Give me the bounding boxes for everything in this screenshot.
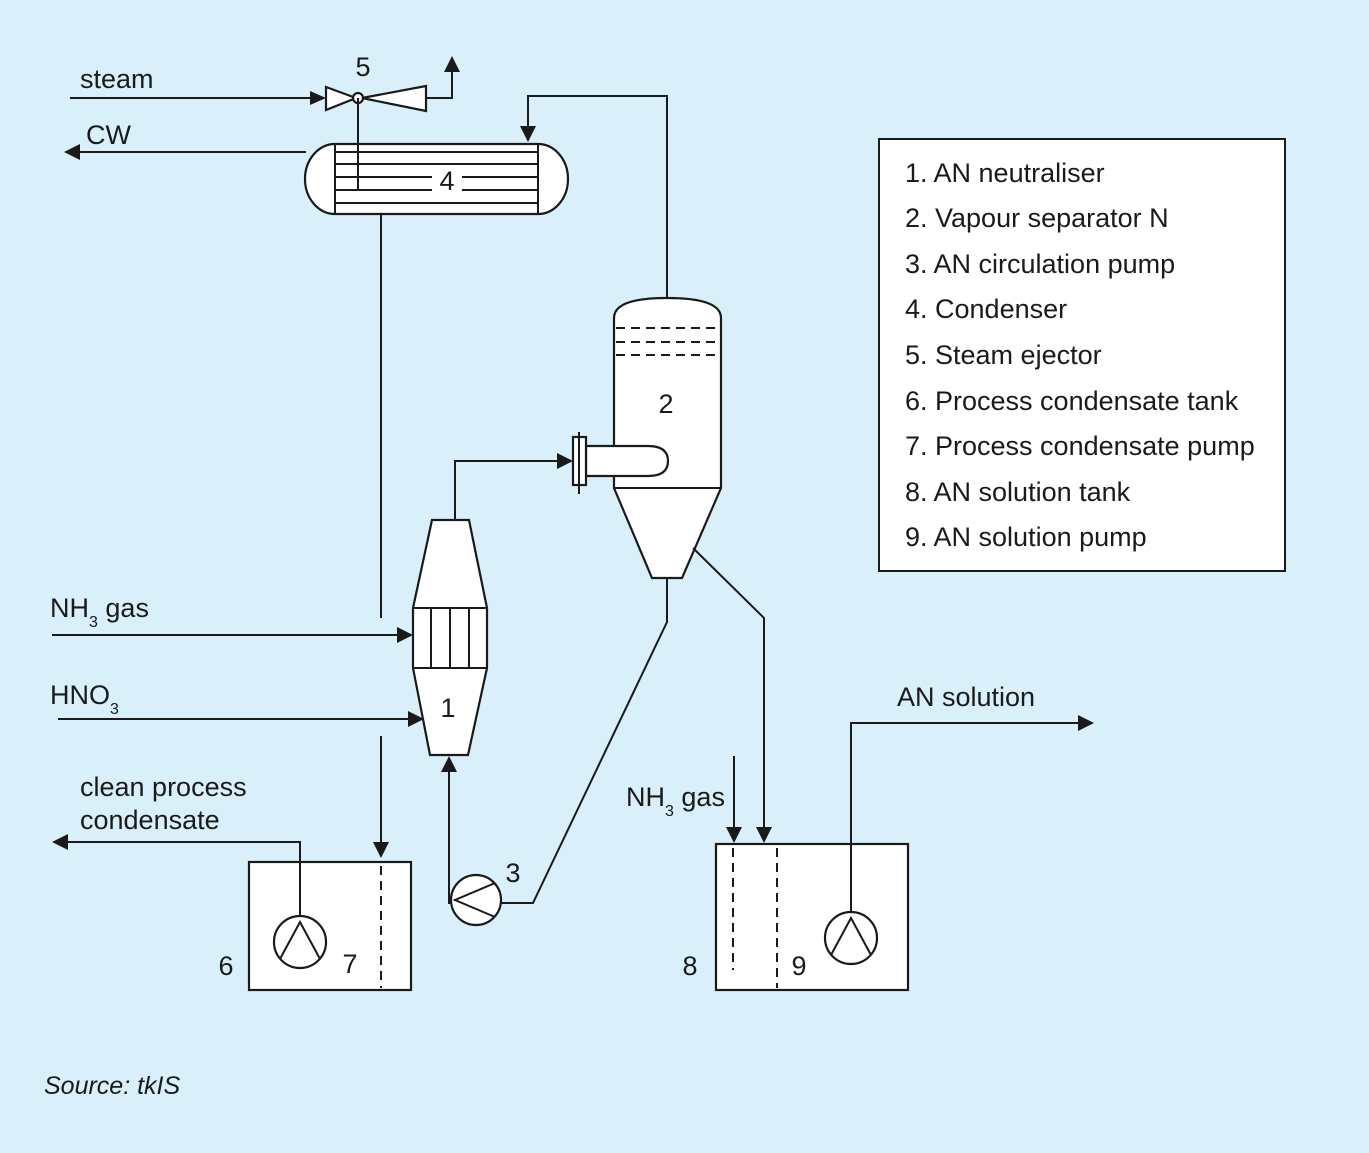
number-2: 2 — [658, 389, 673, 419]
process-condensate-tank — [247, 860, 413, 992]
cw-label: CW — [86, 120, 131, 150]
legend-item-4: 4. Condenser — [905, 294, 1067, 324]
number-7: 7 — [342, 949, 357, 979]
legend: 1. AN neutraliser 2. Vapour separator N … — [878, 138, 1286, 572]
number-5: 5 — [355, 52, 370, 82]
steam-label: steam — [80, 64, 154, 94]
condenser-number-background — [435, 165, 459, 195]
an-neutraliser — [411, 518, 489, 757]
number-1: 1 — [440, 693, 455, 723]
legend-item-8: 8. AN solution tank — [905, 477, 1131, 507]
an-solution-label: AN solution — [897, 682, 1035, 712]
number-6: 6 — [218, 951, 233, 981]
number-9: 9 — [791, 951, 806, 981]
number-8: 8 — [682, 951, 697, 981]
legend-item-6: 6. Process condensate tank — [905, 386, 1239, 416]
legend-item-3: 3. AN circulation pump — [905, 249, 1175, 279]
number-4: 4 — [439, 166, 454, 196]
legend-item-5: 5. Steam ejector — [905, 340, 1102, 370]
an-solution-tank — [714, 842, 910, 992]
nh3-gas-tank-label: NH3 gas — [626, 782, 725, 820]
clean-condensate-label-line2: condensate — [80, 805, 220, 835]
source-caption: Source: tkIS — [44, 1072, 180, 1100]
vapour-separator — [571, 296, 723, 580]
legend-item-1: 1. AN neutraliser — [905, 158, 1105, 188]
process-condensate-pump — [272, 914, 328, 970]
number-3: 3 — [505, 858, 520, 888]
legend-item-9: 9. AN solution pump — [905, 522, 1147, 552]
clean-condensate-label-line1: clean process — [80, 772, 247, 802]
nh3-gas-feed-label: NH3 gas — [50, 593, 149, 631]
an-circulation-pump — [449, 873, 503, 927]
legend-item-2: 2. Vapour separator N — [905, 203, 1169, 233]
legend-item-7: 7. Process condensate pump — [905, 431, 1255, 461]
an-solution-pump — [823, 910, 879, 966]
hno3-feed-label: HNO3 — [50, 680, 119, 718]
